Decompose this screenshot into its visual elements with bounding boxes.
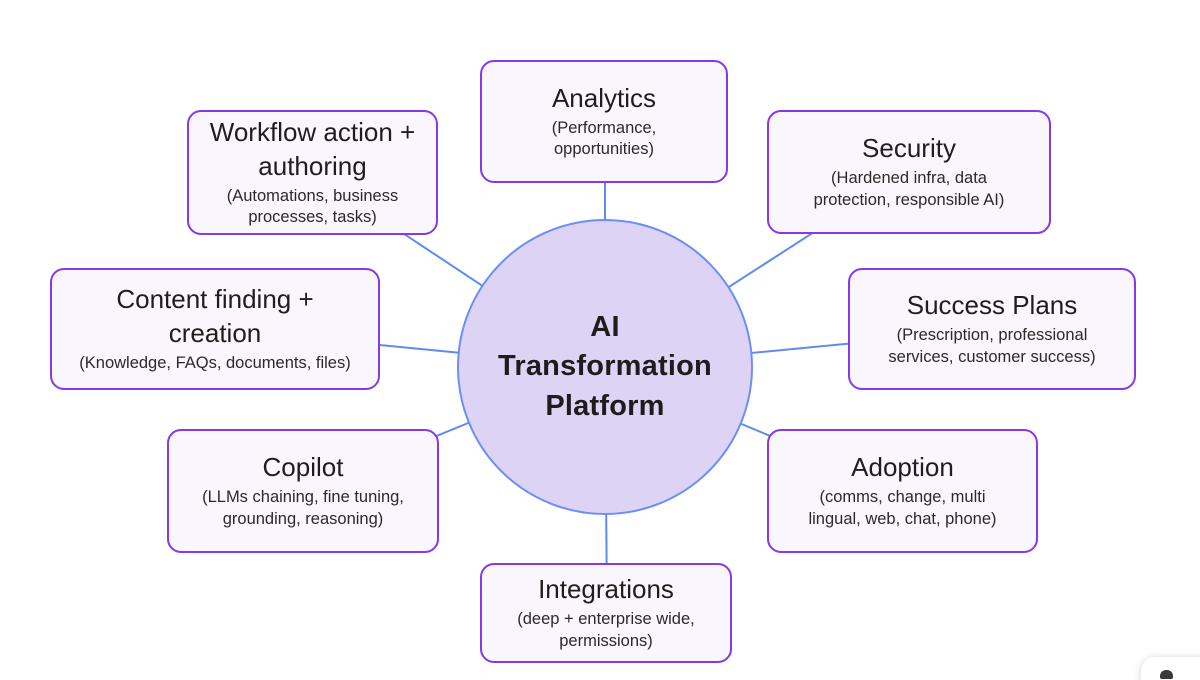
node-title: Adoption bbox=[851, 452, 954, 483]
node-title: Success Plans bbox=[906, 290, 1078, 321]
node-subtitle: (Automations, business processes, tasks) bbox=[226, 186, 399, 227]
node-integrations[interactable]: Integrations (deep + enterprise wide, pe… bbox=[480, 563, 732, 663]
node-title: Analytics bbox=[551, 82, 657, 113]
node-analytics[interactable]: Analytics (Performance, opportunities) bbox=[480, 60, 728, 183]
node-subtitle: (Hardened infra, data protection, respon… bbox=[813, 169, 1005, 209]
node-subtitle: (LLMs chaining, fine tuning, grounding, … bbox=[202, 488, 404, 528]
node-title: Security bbox=[862, 133, 956, 164]
node-security[interactable]: Security (Hardened infra, data protectio… bbox=[767, 110, 1051, 234]
node-title: Integrations bbox=[538, 574, 674, 605]
node-subtitle: (Prescription, professional services, cu… bbox=[888, 326, 1096, 366]
node-copilot[interactable]: Copilot (LLMs chaining, fine tuning, gro… bbox=[167, 429, 439, 553]
toolbar-icon bbox=[1160, 670, 1173, 679]
floating-toolbar-partial[interactable] bbox=[1141, 657, 1200, 680]
node-content-finding-creation[interactable]: Content finding + creation (Knowledge, F… bbox=[50, 268, 380, 390]
hub-title: AI Transformation Platform bbox=[498, 311, 712, 422]
node-success-plans[interactable]: Success Plans (Prescription, professiona… bbox=[848, 268, 1136, 390]
node-title: Content finding + creation bbox=[116, 284, 314, 349]
node-title: Workflow action + authoring bbox=[209, 116, 416, 181]
node-subtitle: (Knowledge, FAQs, documents, files) bbox=[79, 353, 351, 372]
hub-circle-ai-transformation-platform[interactable]: AI Transformation Platform bbox=[457, 219, 753, 515]
node-adoption[interactable]: Adoption (comms, change, multi lingual, … bbox=[767, 429, 1038, 553]
node-title: Copilot bbox=[262, 452, 344, 483]
node-subtitle: (comms, change, multi lingual, web, chat… bbox=[808, 488, 997, 528]
node-workflow-action-authoring[interactable]: Workflow action + authoring (Automations… bbox=[187, 110, 438, 235]
node-subtitle: (Performance, opportunities) bbox=[551, 118, 657, 159]
node-subtitle: (deep + enterprise wide, permissions) bbox=[517, 610, 695, 650]
